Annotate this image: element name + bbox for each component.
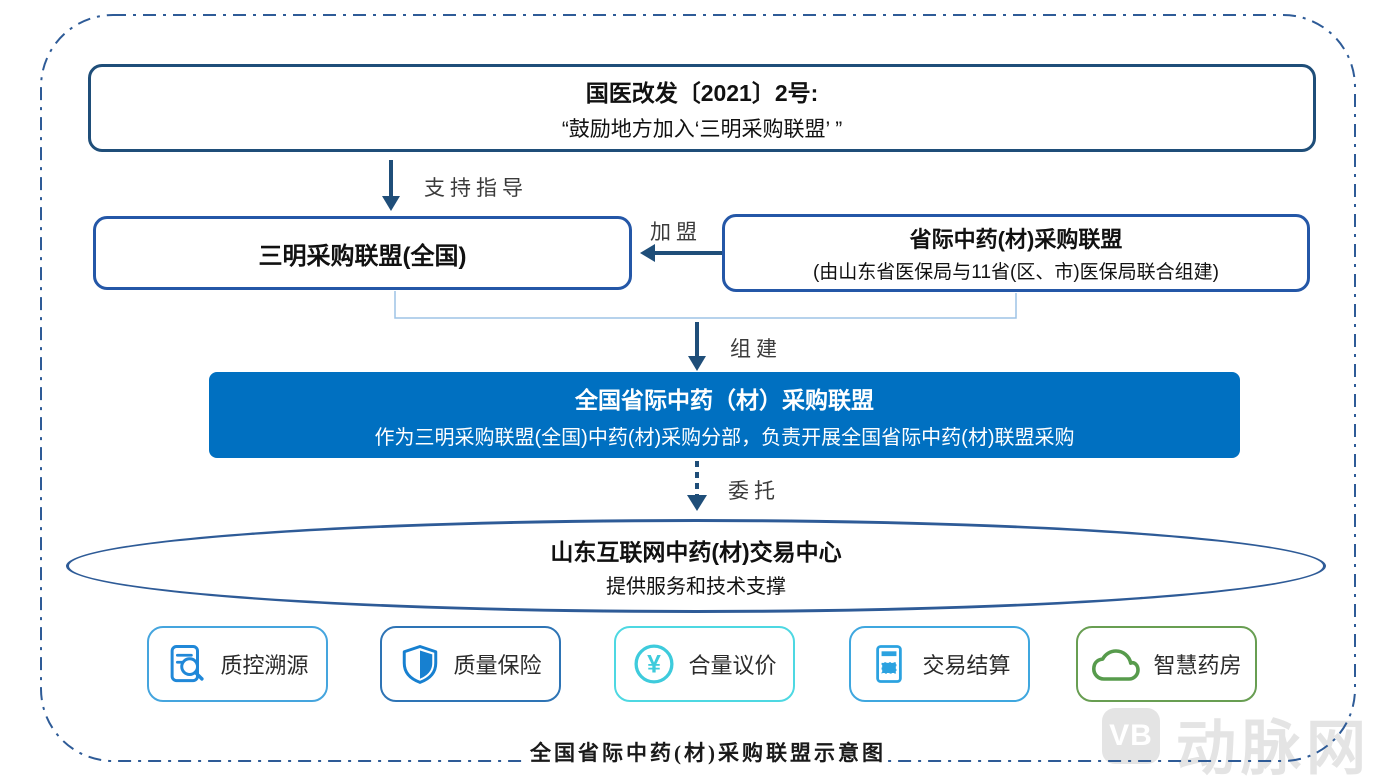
receipt-icon	[876, 645, 903, 683]
bracket-connector	[394, 291, 1017, 319]
trade-center-subtitle: 提供服务和技术支撑	[606, 576, 786, 598]
service-label: 质控溯源	[220, 653, 309, 678]
entrust-arrow-dashed	[687, 461, 707, 511]
national-alliance-box: 全国省际中药（材）采购联盟 作为三明采购联盟(全国)中药(材)采购分部，负责开展…	[209, 372, 1240, 458]
join-arrow	[640, 244, 722, 262]
form-arrow	[688, 322, 706, 371]
service-box-quality-insurance: 质量保险	[380, 626, 561, 702]
join-arrow-label: 加盟	[650, 220, 702, 244]
support-arrow	[382, 160, 400, 211]
diagram-caption: 全国省际中药(材)采购联盟示意图	[528, 735, 888, 769]
shield-icon	[403, 645, 438, 684]
trade-center-ellipse: 山东互联网中药(材)交易中心 提供服务和技术支撑	[66, 519, 1326, 613]
yuan-glyph: ¥	[648, 651, 662, 678]
service-label: 质量保险	[453, 653, 542, 678]
service-box-smart-pharmacy: 智慧药房	[1076, 626, 1257, 702]
service-label: 智慧药房	[1153, 653, 1242, 678]
provincial-alliance-box: 省际中药(材)采购联盟 (由山东省医保局与11省(区、市)医保局联合组建)	[722, 214, 1310, 292]
yuan-circle-icon: ¥	[634, 644, 675, 684]
service-box-volume-pricing: ¥ 合量议价	[614, 626, 795, 702]
trade-center-title: 山东互联网中药(材)交易中心	[550, 539, 842, 565]
vb-logo-text: VB	[1109, 719, 1153, 752]
support-arrow-label: 支持指导	[424, 176, 528, 200]
sanming-alliance-title: 三明采购联盟(全国)	[258, 242, 467, 270]
provincial-alliance-subtitle: (由山东省医保局与11省(区、市)医保局联合组建)	[812, 262, 1220, 283]
service-label: 交易结算	[922, 653, 1011, 678]
cloud-icon	[1092, 649, 1141, 681]
form-arrow-label: 组建	[730, 337, 782, 361]
provincial-alliance-title: 省际中药(材)采购联盟	[909, 227, 1123, 252]
entrust-arrow-label: 委托	[728, 479, 780, 503]
policy-title: 国医改发〔2021〕2号:	[585, 79, 819, 106]
vb-logo-icon: VB	[1102, 708, 1160, 764]
national-alliance-title: 全国省际中药（材）采购联盟	[575, 386, 874, 413]
service-box-trade-settlement: 交易结算	[849, 626, 1030, 702]
service-label: 合量议价	[688, 653, 777, 678]
watermark-text: 动脉网	[1176, 715, 1371, 780]
policy-box: 国医改发〔2021〕2号: “鼓励地方加入‘三明采购联盟’ ”	[88, 64, 1316, 152]
document-search-icon	[171, 645, 205, 683]
service-box-quality-trace: 质控溯源	[147, 626, 328, 702]
sanming-alliance-box: 三明采购联盟(全国)	[93, 216, 632, 290]
policy-subtitle: “鼓励地方加入‘三明采购联盟’ ”	[561, 117, 843, 141]
national-alliance-subtitle: 作为三明采购联盟(全国)中药(材)采购分部，负责开展全国省际中药(材)联盟采购	[374, 426, 1075, 449]
